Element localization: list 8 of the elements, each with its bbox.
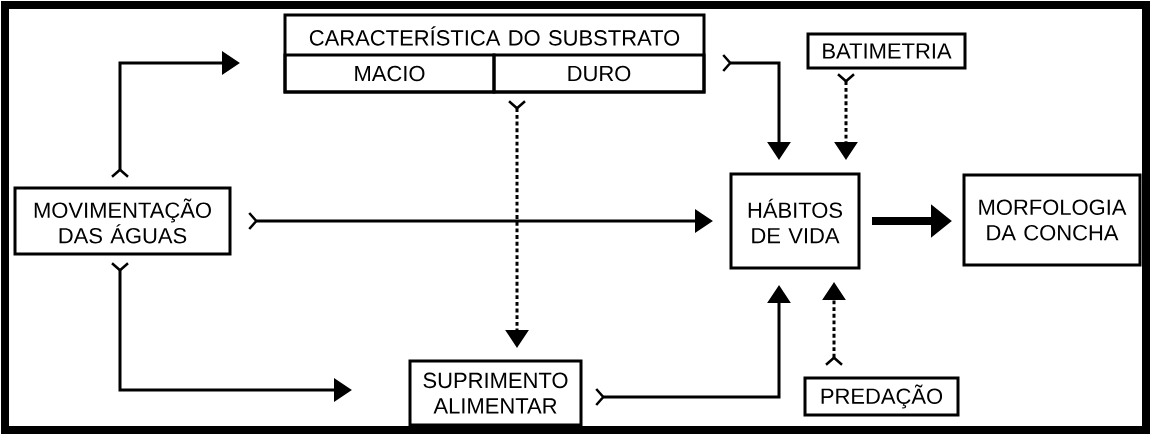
process-box: PREDAÇÃO — [803, 376, 960, 417]
process-box: HÁBITOS DE VIDA — [729, 172, 861, 270]
process-box: MORFOLOGIA DA CONCHA — [962, 173, 1142, 267]
process-box: BATIMETRIA — [806, 32, 967, 70]
table-cell: DURO — [492, 53, 706, 94]
process-box: MOVIMENTAÇÃO DAS ÁGUAS — [13, 186, 232, 256]
process-box: SUPRIMENTO ALIMENTAR — [408, 359, 583, 427]
table-cell: MACIO — [283, 53, 496, 94]
